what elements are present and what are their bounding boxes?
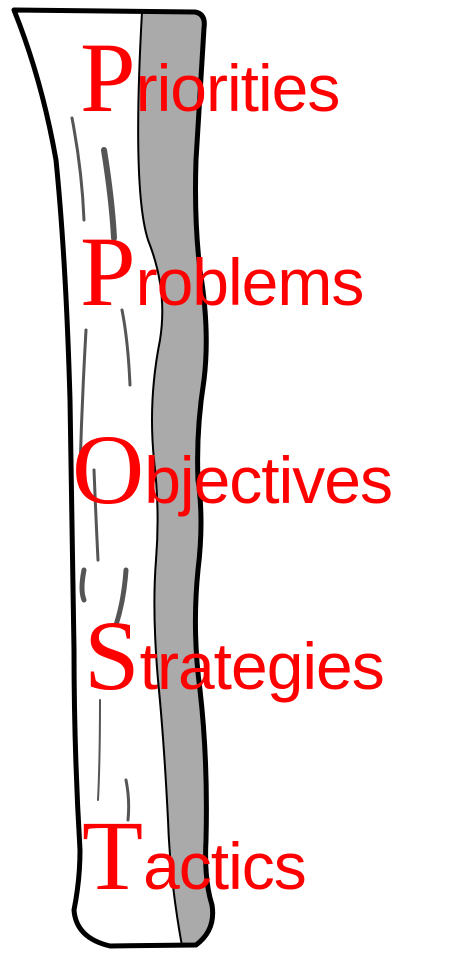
word-rest: riorities <box>135 51 341 125</box>
pillar-grain-lines <box>70 116 132 822</box>
word-initial: S <box>84 600 140 711</box>
word-priorities: Priorities <box>80 28 341 128</box>
word-tactics: Tactics <box>82 806 307 906</box>
word-rest: actics <box>143 829 307 903</box>
word-strategies: Strategies <box>84 606 385 706</box>
word-objectives: Objectives <box>72 420 393 520</box>
word-initial: P <box>80 22 136 133</box>
word-problems: Problems <box>80 222 365 322</box>
word-initial: O <box>72 414 145 525</box>
word-rest: bjectives <box>144 443 393 517</box>
pillar-shadow-side <box>135 12 213 946</box>
pillar-front-face <box>14 10 182 946</box>
word-rest: trategies <box>139 629 385 703</box>
pillar-outline <box>11 7 216 949</box>
pillar-edge-line <box>137 11 183 947</box>
word-initial: T <box>82 800 144 911</box>
word-rest: roblems <box>135 245 365 319</box>
word-initial: P <box>80 216 136 327</box>
